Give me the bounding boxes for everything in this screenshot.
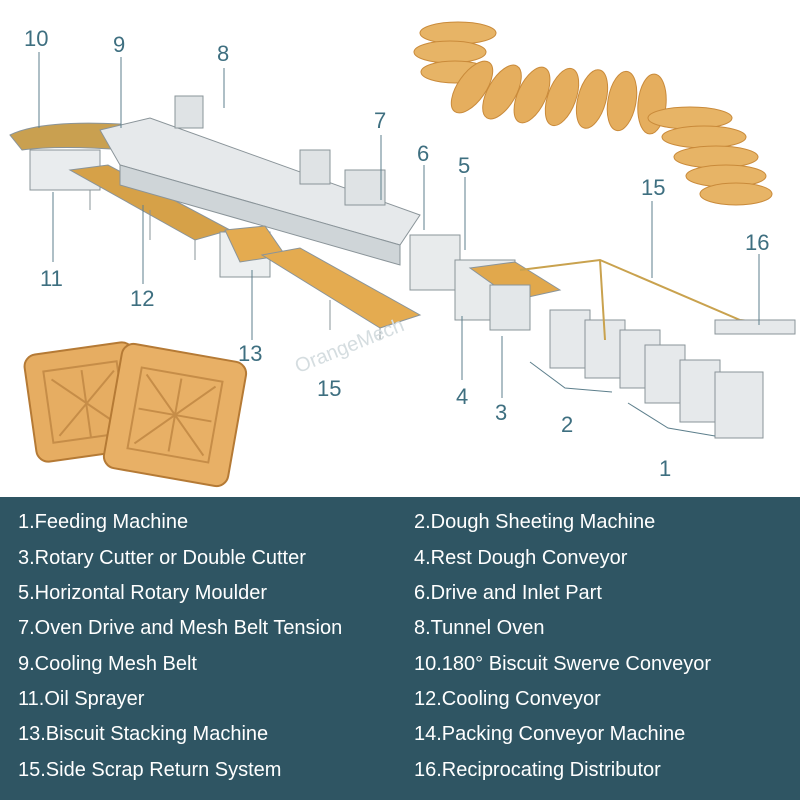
legend-item-9: 9.Cooling Mesh Belt: [18, 653, 197, 675]
callout-3: 3: [495, 400, 508, 425]
square-biscuits-image: [23, 341, 248, 488]
callout-15-scrap-left: 15: [317, 376, 342, 401]
callout-10: 10: [24, 26, 49, 51]
legend-panel: 1.Feeding Machine 2.Dough Sheeting Machi…: [0, 497, 800, 800]
legend-item-4: 4.Rest Dough Conveyor: [414, 547, 628, 569]
legend-item-14: 14.Packing Conveyor Machine: [414, 723, 686, 745]
callout-16: 16: [745, 230, 770, 255]
callout-6: 6: [417, 141, 430, 166]
callout-leaders: [38, 52, 760, 437]
legend-item-8: 8.Tunnel Oven: [414, 617, 545, 639]
legend-item-13: 13.Biscuit Stacking Machine: [18, 723, 269, 745]
callout-12: 12: [130, 286, 155, 311]
legend-item-3: 3.Rotary Cutter or Double Cutter: [18, 547, 306, 569]
legend-item-11: 11.Oil Sprayer: [18, 688, 145, 710]
callout-5: 5: [458, 153, 471, 178]
legend-item-16: 16.Reciprocating Distributor: [414, 759, 661, 781]
callout-8: 8: [217, 41, 230, 66]
callout-4: 4: [456, 384, 469, 409]
callout-7: 7: [374, 108, 387, 133]
callout-15-scrap-right: 15: [641, 175, 666, 200]
callout-9: 9: [113, 32, 126, 57]
production-line-diagram: [9, 21, 796, 488]
legend-item-6: 6.Drive and Inlet Part: [414, 582, 602, 604]
legend-item-15: 15.Side Scrap Return System: [18, 759, 282, 781]
callout-11: 11: [40, 266, 63, 291]
legend-item-2: 2.Dough Sheeting Machine: [414, 511, 656, 533]
stick-biscuit-row: [413, 21, 773, 206]
callout-13: 13: [238, 341, 263, 366]
callout-2: 2: [561, 412, 574, 437]
callout-1: 1: [659, 456, 672, 481]
production-line: [9, 95, 796, 439]
legend-item-7: 7.Oven Drive and Mesh Belt Tension: [18, 617, 343, 639]
legend-item-1: 1.Feeding Machine: [18, 511, 189, 533]
legend-item-12: 12.Cooling Conveyor: [414, 688, 601, 710]
legend-item-10: 10.180° Biscuit Swerve Conveyor: [414, 653, 712, 675]
legend-item-5: 5.Horizontal Rotary Moulder: [18, 582, 267, 604]
